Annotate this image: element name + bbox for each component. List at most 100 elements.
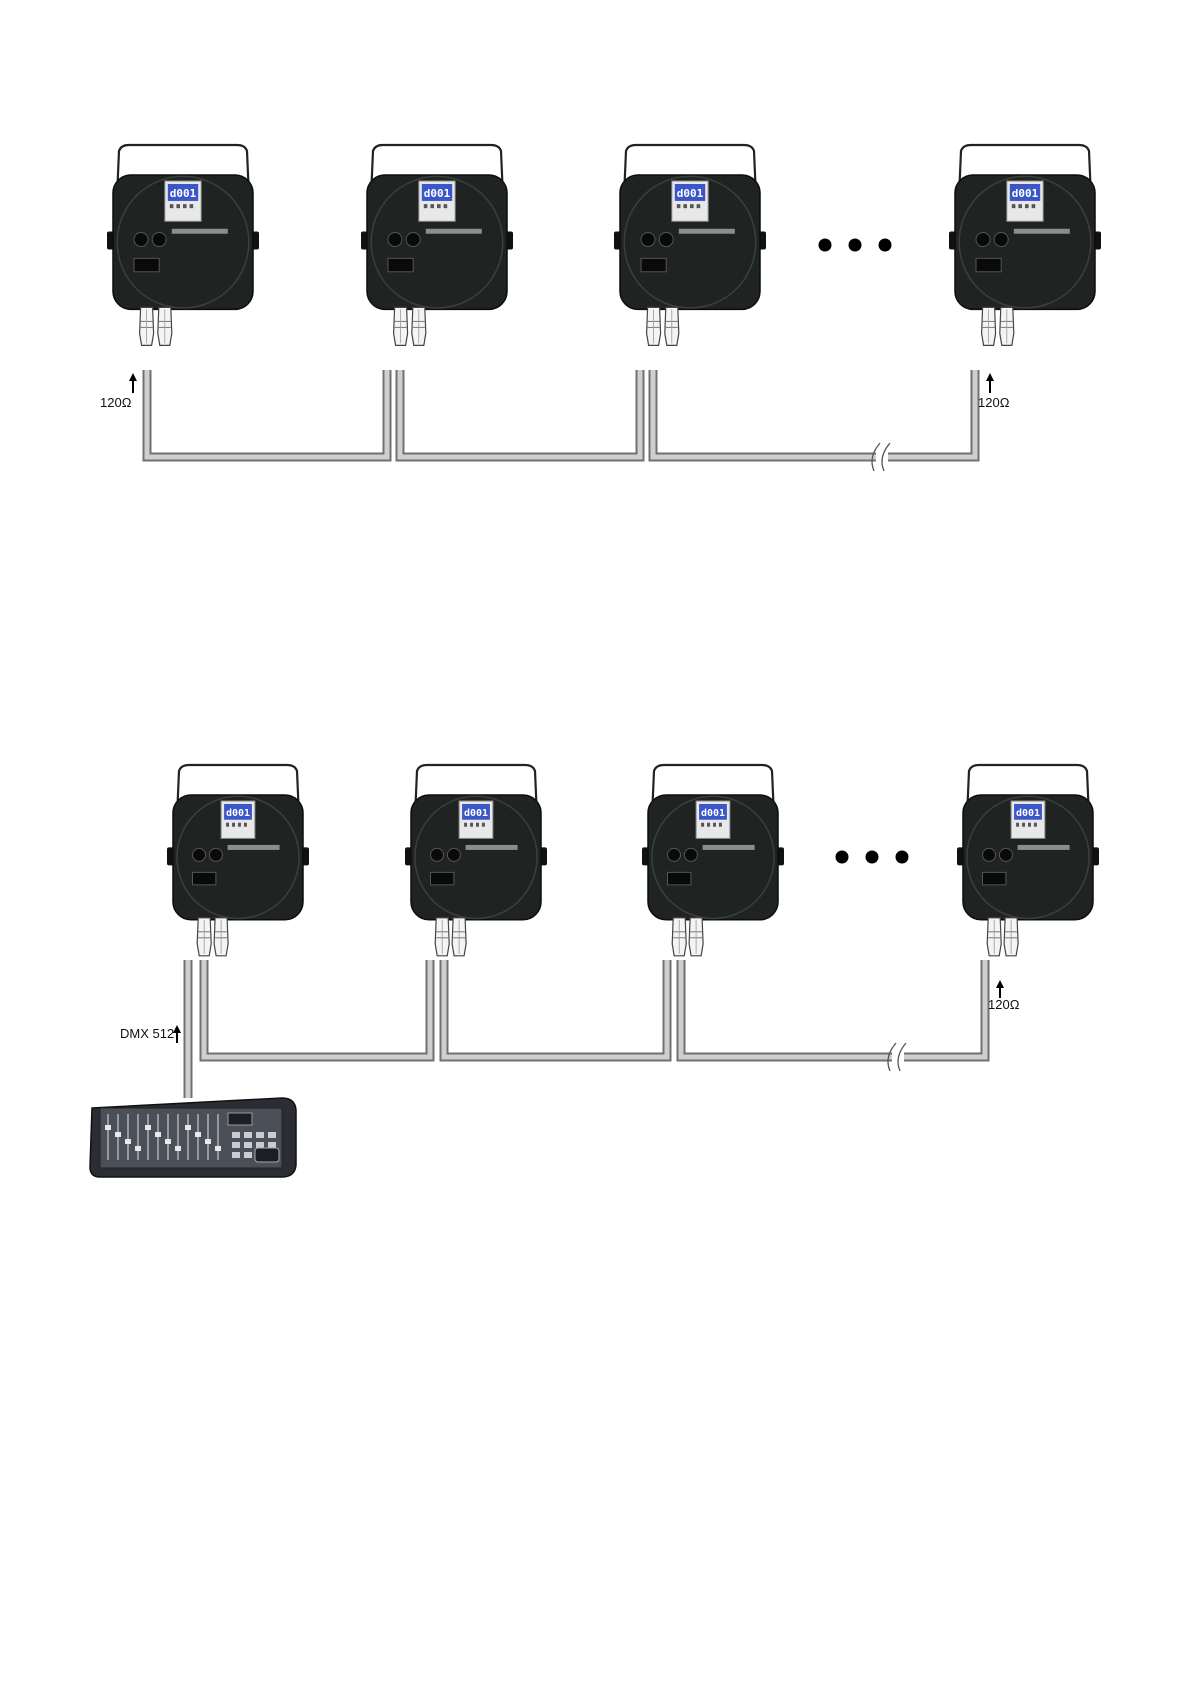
controller-button <box>256 1132 264 1138</box>
controller-fader-knob <box>205 1139 211 1144</box>
arrow-up-icon <box>986 373 994 393</box>
fixture-button <box>226 823 229 827</box>
fixture-button <box>1016 823 1019 827</box>
fixture-display-readout: d001 <box>226 808 250 819</box>
cable-core <box>400 370 640 457</box>
fixture-button <box>424 204 428 208</box>
led-par-fixture-icon: d001 <box>957 765 1099 920</box>
fixture-socket <box>388 233 402 247</box>
terminator-label-bottom-right: 120Ω <box>988 997 1019 1012</box>
controller-fader-knob <box>145 1125 151 1130</box>
fixture-button <box>701 823 704 827</box>
cable-core <box>681 960 985 1057</box>
led-par-fixture-icon: d001 <box>642 765 784 920</box>
fixture-socket <box>447 848 460 861</box>
fixture-display-readout: d001 <box>1012 187 1039 200</box>
fixture-display-readout: d001 <box>170 187 197 200</box>
fixture-button <box>183 204 187 208</box>
xlr-connector-icon <box>140 307 154 345</box>
fixture-button <box>1025 204 1029 208</box>
fixture-button <box>244 823 247 827</box>
controller-fader-knob <box>175 1146 181 1151</box>
xlr-connector-icon <box>452 918 466 956</box>
diagram-extras <box>90 239 1004 1178</box>
fixture-button <box>170 204 174 208</box>
fixture-button <box>176 204 180 208</box>
cable-core <box>147 370 387 457</box>
xlr-connector-icon <box>665 307 679 345</box>
cable-core <box>444 960 667 1057</box>
fixture-display-readout: d001 <box>464 808 488 819</box>
dmx-cables <box>147 370 985 1098</box>
fixture-button <box>719 823 722 827</box>
controller-button <box>244 1132 252 1138</box>
dmx-input-label: DMX 512 <box>120 1026 174 1041</box>
fixture-display-readout: d001 <box>701 808 725 819</box>
fixture-logo-strip <box>466 845 518 850</box>
fixture-button <box>476 823 479 827</box>
fixture-power-socket <box>976 258 1001 271</box>
fixture-power-socket <box>983 872 1006 884</box>
fixture-power-socket <box>388 258 413 271</box>
fixture-button <box>437 204 441 208</box>
fixture-button <box>707 823 710 827</box>
controller-button <box>232 1142 240 1148</box>
fixture-button <box>1022 823 1025 827</box>
fixture-button <box>713 823 716 827</box>
xlr-connector-icon <box>197 918 211 956</box>
fixture-button <box>1028 823 1031 827</box>
led-par-fixture-icon: d001 <box>405 765 547 920</box>
cable-core <box>204 960 430 1057</box>
cable-outline <box>444 960 667 1057</box>
fixture-logo-strip <box>679 229 735 234</box>
controller-button <box>268 1142 276 1148</box>
xlr-connector-icon <box>1000 307 1014 345</box>
fixture-power-socket <box>668 872 691 884</box>
controller-display <box>228 1113 252 1125</box>
led-par-fixture-icon: d001 <box>107 145 259 309</box>
cable-outline <box>681 960 985 1057</box>
led-par-fixture-icon: d001 <box>949 145 1101 309</box>
controller-fader-knob <box>125 1139 131 1144</box>
controller-fader-knob <box>155 1132 161 1137</box>
fixture-button <box>430 204 434 208</box>
fixture-button <box>190 204 194 208</box>
controller-fader-knob <box>135 1146 141 1151</box>
xlr-connector-icon <box>435 918 449 956</box>
terminator-label-top-left: 120Ω <box>100 395 131 410</box>
fixture-power-socket <box>431 872 454 884</box>
fixture-socket <box>999 848 1012 861</box>
controller-fader-knob <box>215 1146 221 1151</box>
ellipsis-icon <box>836 851 909 864</box>
fixture-socket <box>431 848 444 861</box>
fixture-button <box>464 823 467 827</box>
led-par-fixture-icon: d001 <box>614 145 766 309</box>
xlr-connector-icon <box>394 307 408 345</box>
controller-button <box>244 1142 252 1148</box>
fixture-power-socket <box>134 258 159 271</box>
arrow-up-icon <box>996 980 1004 998</box>
cable-outline <box>400 370 640 457</box>
fixture-display-readout: d001 <box>677 187 704 200</box>
ellipsis-dot <box>836 851 849 864</box>
ellipsis-dot <box>849 239 862 252</box>
controller-fader-knob <box>105 1125 111 1130</box>
xlr-connector-icon <box>1004 918 1018 956</box>
cable-outline <box>653 370 975 457</box>
fixture-button <box>1032 204 1036 208</box>
arrow-up-icon <box>129 373 137 393</box>
fixture-socket <box>134 233 148 247</box>
fixture-logo-strip <box>172 229 228 234</box>
controller-fader-knob <box>195 1132 201 1137</box>
led-par-fixture-icon: d001 <box>167 765 309 920</box>
ellipsis-dot <box>866 851 879 864</box>
xlr-connector-icon <box>412 307 426 345</box>
controller-fader-knob <box>185 1125 191 1130</box>
fixture-socket <box>668 848 681 861</box>
xlr-connector-icon <box>647 307 661 345</box>
ellipsis-dot <box>819 239 832 252</box>
fixture-logo-strip <box>1014 229 1070 234</box>
arrow-head <box>996 980 1004 988</box>
controller-fader-knob <box>165 1139 171 1144</box>
